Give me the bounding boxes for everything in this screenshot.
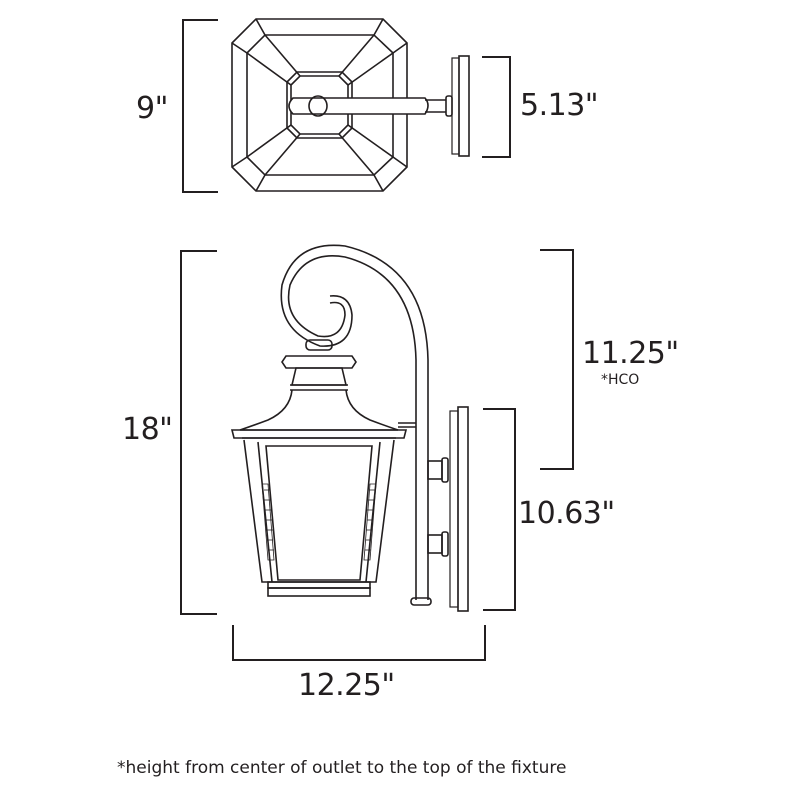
side-view-drawing — [180, 244, 574, 661]
backplate-height-dimension: 10.63" — [518, 496, 615, 531]
footnote: *height from center of outlet to the top… — [117, 758, 567, 778]
overall-height-dimension: 18" — [122, 412, 173, 447]
top-view-drawing — [182, 18, 511, 193]
extension-dimension: 12.25" — [298, 668, 395, 703]
top-backplate-dimension: 5.13" — [520, 88, 599, 123]
top-width-dimension: 9" — [136, 91, 168, 126]
hco-label: *HCO — [601, 372, 640, 388]
hco-dimension: 11.25" — [582, 336, 679, 371]
